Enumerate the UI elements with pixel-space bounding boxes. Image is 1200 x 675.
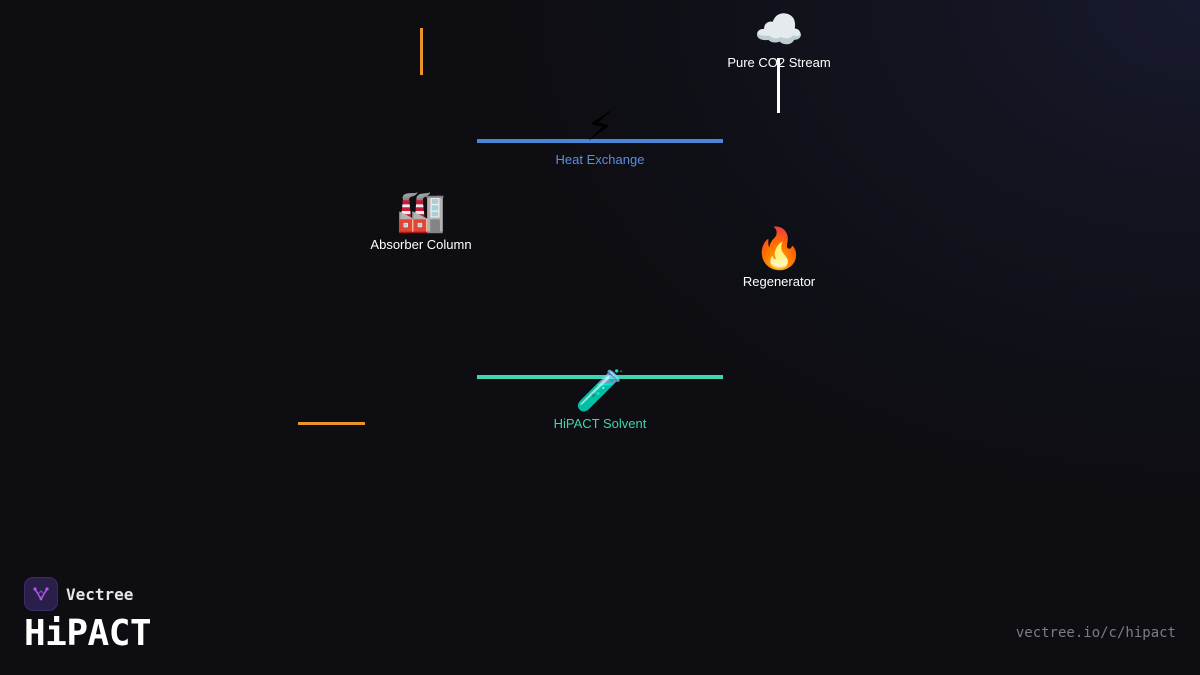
lightning-icon: ⚡	[585, 104, 615, 150]
node-heat-exchange: ⚡ Heat Exchange	[500, 105, 700, 169]
co2-output-line	[777, 58, 780, 113]
source-url[interactable]: vectree.io/c/hipact	[1015, 625, 1176, 641]
factory-icon: 🏭	[396, 189, 446, 235]
page-title: HiPACT	[24, 613, 152, 654]
node-label: Regenerator	[742, 274, 816, 289]
vectree-logo-icon	[24, 577, 58, 611]
node-absorber-column: 🏭 Absorber Column	[321, 190, 521, 254]
node-label: Heat Exchange	[555, 152, 645, 167]
brand-row: Vectree	[24, 577, 151, 611]
node-hipact-solvent: 🧪 HiPACT Solvent	[500, 369, 700, 433]
brand-block: Vectree HiPACT	[24, 577, 152, 655]
flue-gas-horizontal-line	[298, 422, 365, 425]
brand-name: Vectree	[66, 584, 134, 604]
heat-exchange-line	[477, 139, 723, 143]
flue-gas-vertical-line	[420, 28, 423, 75]
node-label: HiPACT Solvent	[553, 416, 647, 431]
node-label: Absorber Column	[370, 237, 472, 252]
vectree-logo-mark	[33, 587, 49, 601]
cloud-icon: ☁️	[754, 7, 804, 53]
test-tube-icon: 🧪	[575, 368, 625, 414]
solvent-line	[477, 375, 723, 379]
fire-icon: 🔥	[754, 226, 804, 272]
node-regenerator: 🔥 Regenerator	[679, 227, 879, 291]
